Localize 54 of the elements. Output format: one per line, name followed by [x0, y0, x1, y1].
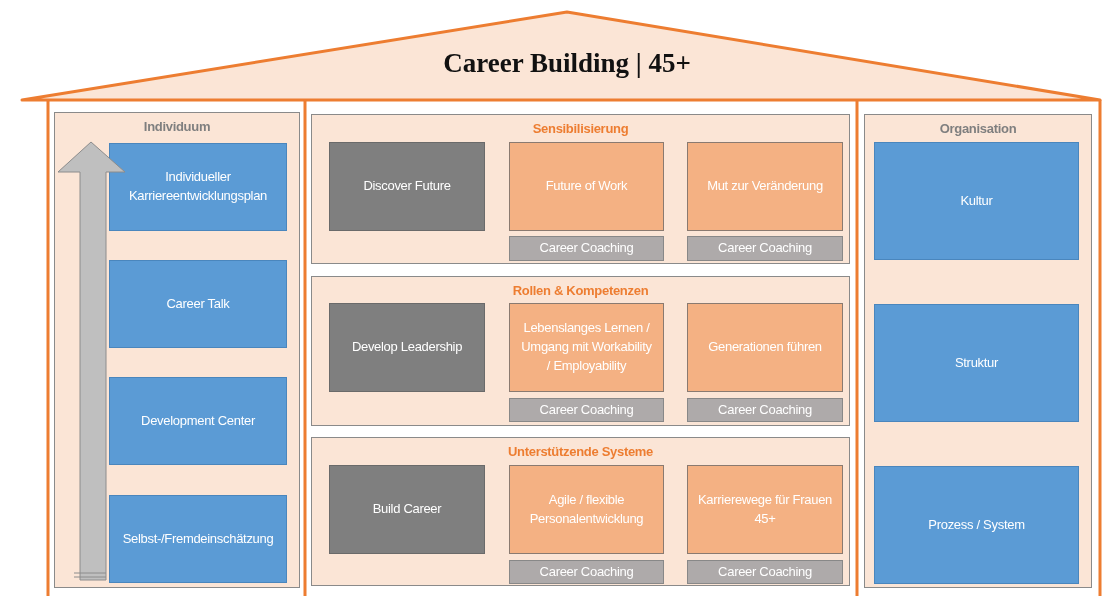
box-label: Career Coaching [539, 239, 634, 258]
box-label: Kultur [960, 191, 993, 210]
coaching-bar [687, 560, 843, 584]
topic-box [509, 142, 664, 231]
box-label: Career Coaching [718, 400, 812, 419]
topic-box [687, 142, 843, 231]
coaching-bar [509, 560, 664, 584]
topic-box [687, 465, 843, 554]
program-box [329, 303, 485, 392]
activity-box [109, 260, 287, 348]
section-heading: Unterstützende Systeme [507, 444, 654, 459]
section-panel [311, 437, 850, 586]
box-label: Career Coaching [718, 239, 812, 258]
box-label: Struktur [954, 353, 999, 372]
box-label: Development Center [141, 411, 255, 430]
box-label: Selbst-/Fremdeinschätzung [122, 529, 274, 548]
box-label: Develop Leadership [351, 338, 463, 357]
topic-box [687, 303, 843, 392]
box-label: Career Coaching [718, 562, 812, 581]
program-box [329, 142, 485, 231]
box-label: Generationen führen [708, 338, 822, 357]
topic-box [509, 303, 664, 392]
section-panel [311, 114, 850, 264]
activity-box [109, 377, 287, 465]
box-label: Career Talk [166, 294, 230, 313]
program-box [329, 465, 485, 554]
box-label: Career Coaching [539, 562, 634, 581]
section-panel [311, 276, 850, 426]
activity-box [874, 304, 1079, 422]
activity-box [874, 466, 1079, 584]
box-label: Prozess / System [928, 515, 1025, 534]
coaching-bar [509, 236, 664, 261]
box-label: Mut zur Veränderung [707, 177, 823, 196]
activity-box [874, 142, 1079, 260]
section-heading: Organisation [939, 121, 1017, 136]
activity-box [109, 495, 287, 583]
coaching-bar [687, 236, 843, 261]
activity-box [109, 143, 287, 231]
coaching-bar [509, 398, 664, 422]
coaching-bar [687, 398, 843, 422]
section-heading: Sensibilisierung [532, 121, 629, 136]
section-panel [864, 114, 1092, 588]
box-label: Karrierewege für Frauen 45+ [697, 490, 833, 528]
section-heading: Individuum [143, 119, 211, 134]
section-heading: Rollen & Kompetenzen [512, 283, 649, 298]
diagram-title: Career Building | 45+ [442, 48, 692, 79]
box-label: Lebenslanges Lernen / Umgang mit Workability / Employability [520, 319, 653, 375]
topic-box [509, 465, 664, 554]
box-label: Future of Work [545, 177, 628, 196]
box-label: Build Career [372, 500, 442, 519]
box-label: Individueller Karriereentwicklungsplan [127, 168, 268, 205]
box-label: Agile / flexible Personalentwicklung [528, 490, 645, 528]
box-label: Career Coaching [539, 400, 634, 419]
box-label: Discover Future [363, 177, 451, 196]
